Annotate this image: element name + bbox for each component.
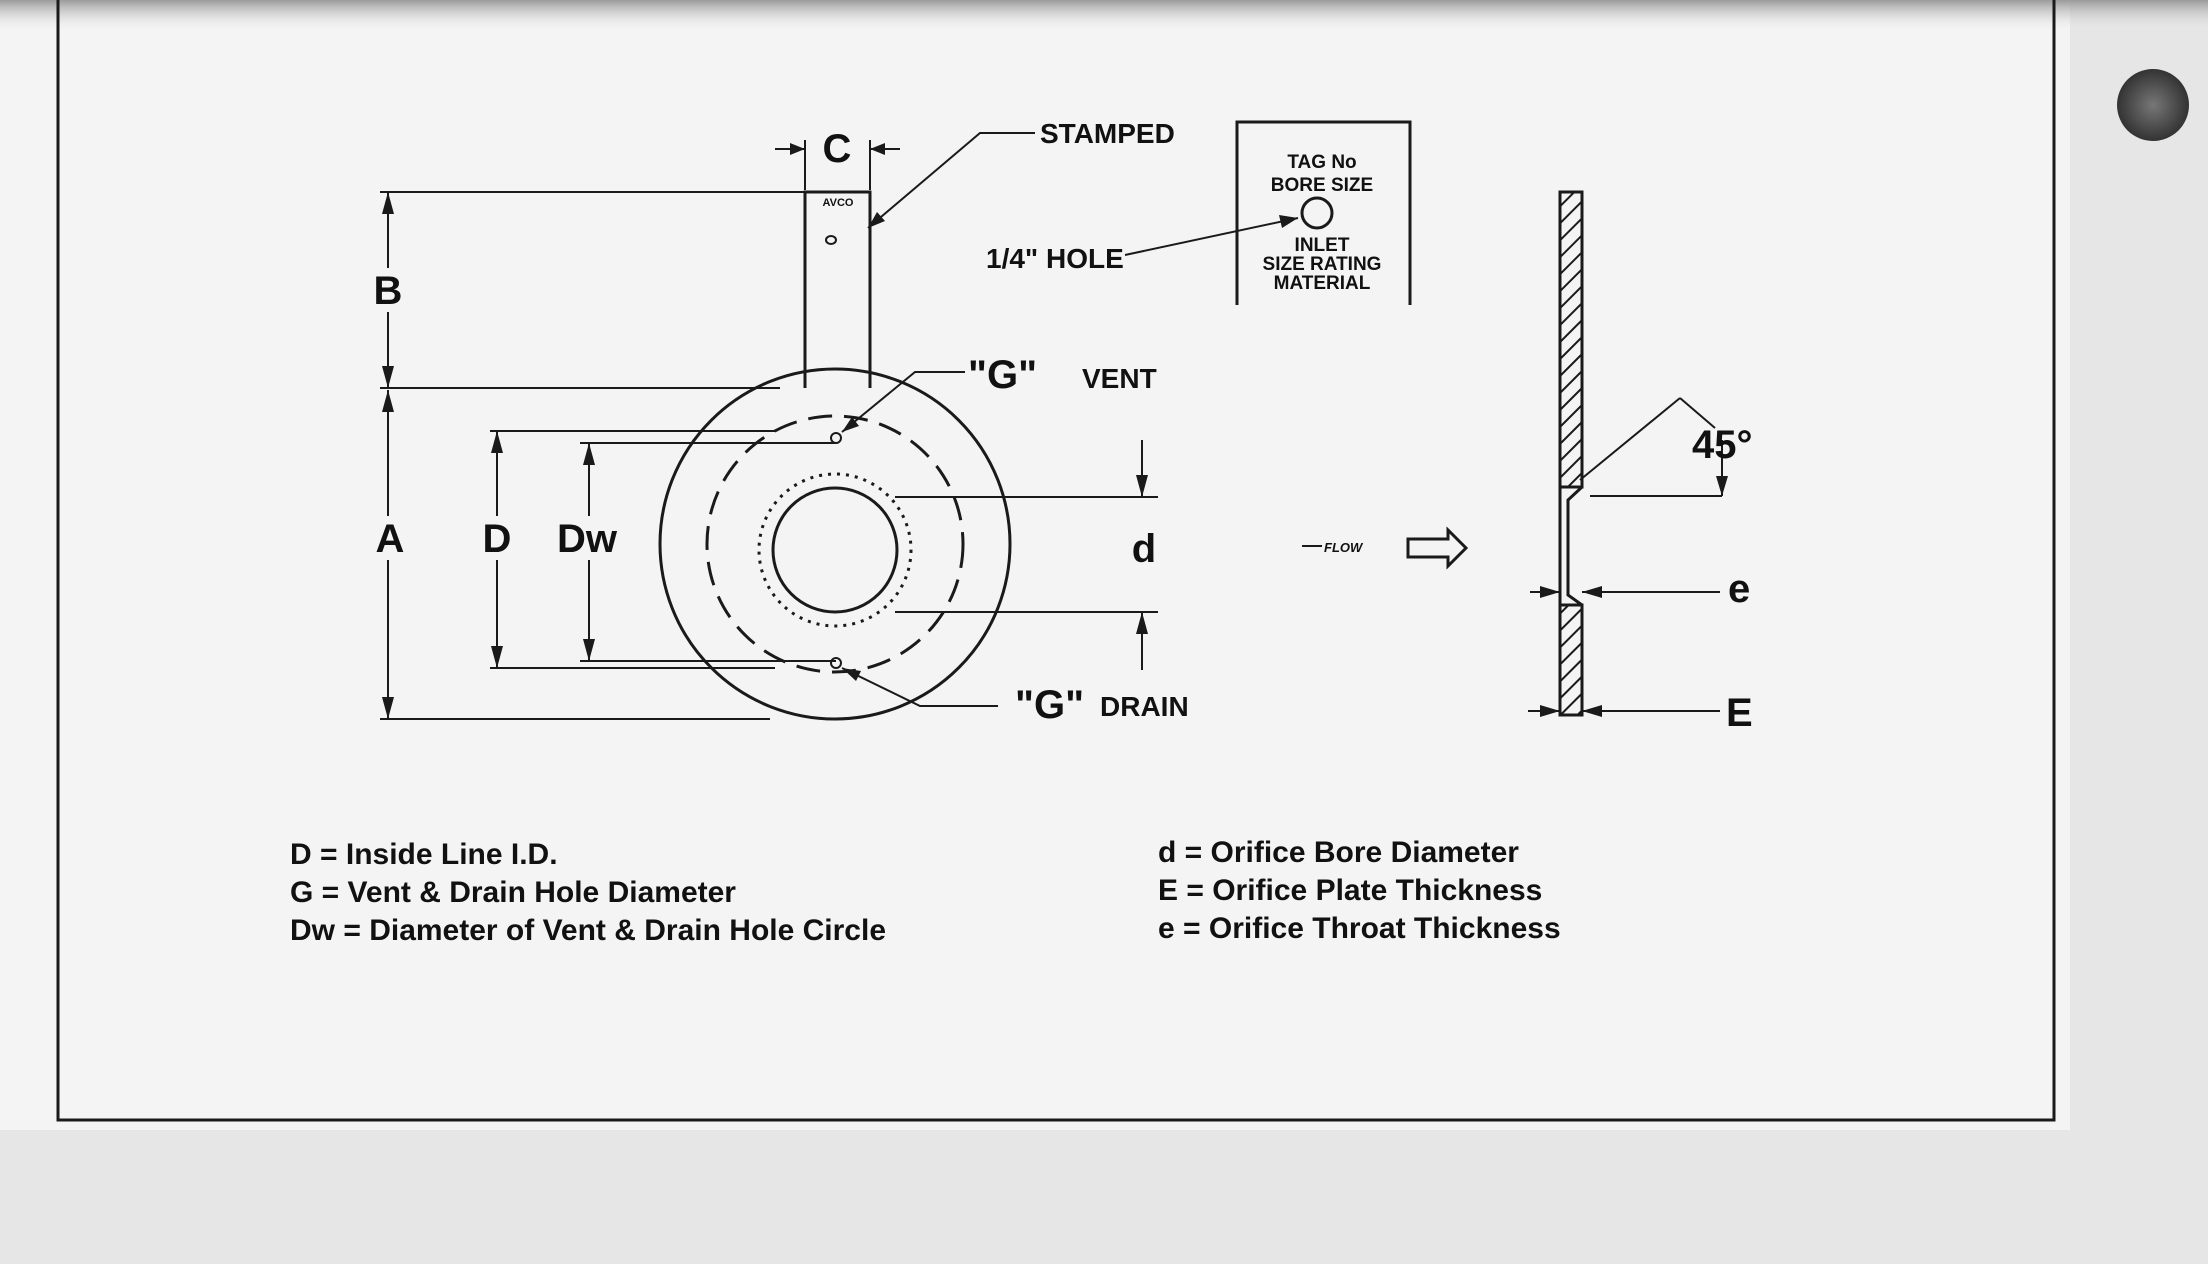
legend-left-1: D = Inside Line I.D. bbox=[290, 838, 558, 871]
tag-bore-size-text: BORE SIZE bbox=[1271, 175, 1373, 196]
drain-label: DRAIN bbox=[1100, 691, 1189, 722]
side-plate-upper bbox=[1558, 190, 1584, 489]
inside-line-id-circle bbox=[705, 414, 965, 674]
dim-throat-label: e bbox=[1728, 567, 1750, 611]
legend-left-3: Dw = Diameter of Vent & Drain Hole Circl… bbox=[290, 914, 886, 947]
drawing-frame bbox=[56, 0, 2056, 1122]
tag-number-text: TAG No bbox=[1287, 152, 1356, 173]
dim-c-label: C bbox=[823, 127, 852, 171]
orifice-bore bbox=[771, 486, 899, 614]
legend: D = Inside Line I.D. G = Vent & Drain Ho… bbox=[290, 836, 1561, 947]
plate-outer-circle bbox=[658, 367, 1012, 721]
paper-sheet bbox=[0, 0, 2070, 1130]
dim-plate-thickness-label: E bbox=[1726, 691, 1753, 735]
dim-d-inside-label: D bbox=[483, 517, 512, 561]
drain-g-label: "G" bbox=[1015, 683, 1084, 727]
tag-box bbox=[1235, 120, 1412, 305]
handle-hole bbox=[825, 235, 837, 245]
legend-right-3: e = Orifice Throat Thickness bbox=[1158, 912, 1561, 945]
dim-bore-label: d bbox=[1132, 527, 1156, 571]
dim-a-label: A bbox=[376, 517, 405, 561]
side-plate-lower bbox=[1558, 603, 1584, 717]
flow-label: FLOW bbox=[1324, 540, 1364, 555]
vent-label: VENT bbox=[1082, 363, 1157, 394]
legend-left-2: G = Vent & Drain Hole Diameter bbox=[290, 876, 736, 909]
side-bore-bevel bbox=[1558, 485, 1584, 607]
tag-inlet-text: INLET bbox=[1295, 235, 1350, 256]
stamped-label: STAMPED bbox=[1040, 118, 1175, 149]
legend-right-1: d = Orifice Bore Diameter bbox=[1158, 836, 1519, 869]
tag-material-text: MATERIAL bbox=[1274, 273, 1371, 294]
angle-label: 45° bbox=[1692, 423, 1753, 467]
punch-hole-mark bbox=[2117, 69, 2189, 141]
bore-dotted-circle bbox=[757, 472, 913, 628]
flow-arrow-icon bbox=[1406, 526, 1469, 570]
quarter-hole-label: 1/4" HOLE bbox=[986, 243, 1124, 274]
avco-stamp: AVCO bbox=[823, 197, 854, 209]
dim-dw-label: Dw bbox=[557, 517, 618, 561]
tag-size-rating-text: SIZE RATING bbox=[1263, 254, 1382, 275]
tag-quarter-hole bbox=[1300, 196, 1334, 230]
dim-b-label: B bbox=[374, 269, 403, 313]
plate-handle bbox=[803, 190, 872, 388]
vent-hole bbox=[830, 432, 842, 444]
legend-right-2: E = Orifice Plate Thickness bbox=[1158, 874, 1542, 907]
drain-hole bbox=[830, 657, 842, 669]
vent-g-label: "G" bbox=[968, 353, 1037, 397]
